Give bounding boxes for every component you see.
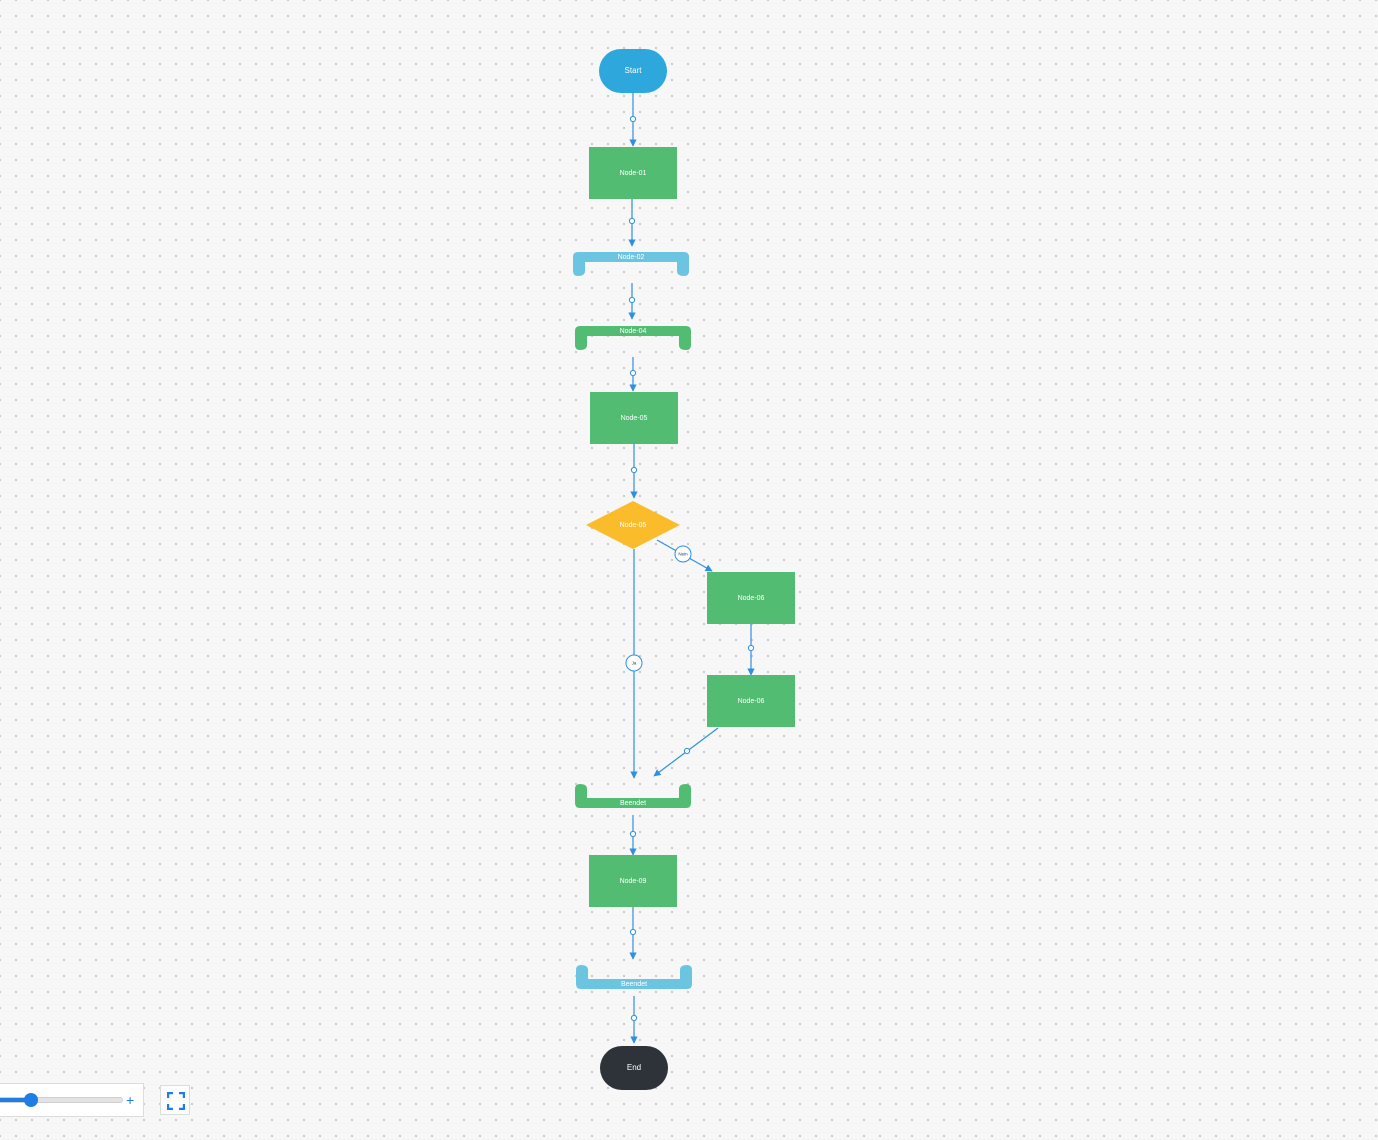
node-label: Node-06 — [738, 595, 765, 602]
edge-n01-to-n02[interactable] — [628, 199, 636, 247]
edge-n04-to-n05[interactable] — [629, 357, 637, 392]
node-label: Node-05 — [620, 522, 647, 529]
edge-handle-dot[interactable] — [628, 217, 636, 225]
node-label: Beendet — [621, 981, 647, 988]
edge-b2-to-end[interactable] — [630, 996, 638, 1044]
edge-handle-dot[interactable] — [629, 369, 637, 377]
edge-n06b-to-b1[interactable] — [653, 727, 719, 777]
edge-handle-dot[interactable] — [629, 115, 637, 123]
loop-end-shape — [575, 784, 691, 808]
process-shape — [589, 855, 677, 907]
terminal-shape — [600, 1046, 668, 1090]
node-n01[interactable]: Node-01 — [589, 147, 677, 199]
zoom-control: + — [0, 1083, 144, 1117]
node-label: Node-01 — [620, 170, 647, 177]
node-end[interactable]: End — [600, 1046, 668, 1090]
node-label: Node-02 — [618, 254, 645, 261]
node-b1[interactable]: Beendet — [575, 784, 691, 808]
zoom-slider-fill — [0, 1098, 32, 1102]
node-label: Node-06 — [738, 698, 765, 705]
edge-label-badge[interactable] — [674, 545, 692, 563]
process-shape — [707, 572, 795, 624]
node-label: Node-09 — [620, 878, 647, 885]
edge-handle-dot[interactable] — [683, 747, 691, 755]
edge-n06a-to-n06b[interactable] — [747, 624, 755, 676]
process-shape — [590, 392, 678, 444]
edge-label-text: Ja — [632, 661, 637, 666]
node-n05[interactable]: Node-05 — [590, 392, 678, 444]
node-d05[interactable]: Node-05 — [586, 501, 680, 549]
loop-start-shape — [573, 252, 689, 276]
edge-handle-dot[interactable] — [630, 466, 638, 474]
process-shape — [589, 147, 677, 199]
node-label: Node-04 — [620, 328, 647, 335]
edge-handle-dot[interactable] — [630, 1014, 638, 1022]
edge-handle-dot[interactable] — [629, 830, 637, 838]
node-n09[interactable]: Node-09 — [589, 855, 677, 907]
edge-d05-to-n06a[interactable]: Nein — [656, 539, 713, 572]
terminal-shape — [599, 49, 667, 93]
process-shape — [707, 675, 795, 727]
zoom-slider-thumb[interactable] — [24, 1093, 39, 1107]
edge-d05-to-b1[interactable]: Ja — [625, 549, 643, 779]
loop-end-shape — [576, 965, 692, 989]
edge-label-text: Nein — [678, 552, 688, 557]
zoom-slider-track[interactable] — [0, 1097, 123, 1103]
node-label: Node-05 — [621, 415, 648, 422]
nodes-layer: StartNode-01Node-02Node-04Node-05Node-05… — [573, 49, 795, 1090]
node-b2[interactable]: Beendet — [576, 965, 692, 989]
node-start[interactable]: Start — [599, 49, 667, 93]
edge-start-to-n01[interactable] — [629, 93, 637, 147]
node-n04[interactable]: Node-04 — [575, 326, 691, 350]
fit-to-screen-button[interactable] — [160, 1085, 190, 1115]
fit-screen-icon — [167, 1092, 185, 1110]
node-label: End — [627, 1063, 641, 1072]
edge-n05-to-d05[interactable] — [630, 444, 638, 499]
edge-n02-to-n04[interactable] — [628, 283, 636, 320]
node-n06a[interactable]: Node-06 — [707, 572, 795, 624]
edge-handle-dot[interactable] — [629, 928, 637, 936]
node-label: Start — [625, 66, 643, 75]
node-n06b[interactable]: Node-06 — [707, 675, 795, 727]
decision-shape — [586, 501, 680, 549]
edge-b1-to-n09[interactable] — [629, 815, 637, 856]
edge-handle-dot[interactable] — [747, 644, 755, 652]
zoom-in-button[interactable]: + — [126, 1092, 135, 1108]
edge-label-badge[interactable] — [625, 654, 643, 672]
loop-start-shape — [575, 326, 691, 350]
edge-n09-to-b2[interactable] — [629, 907, 637, 960]
edge-handle-dot[interactable] — [628, 296, 636, 304]
node-label: Beendet — [620, 800, 646, 807]
node-n02[interactable]: Node-02 — [573, 252, 689, 276]
